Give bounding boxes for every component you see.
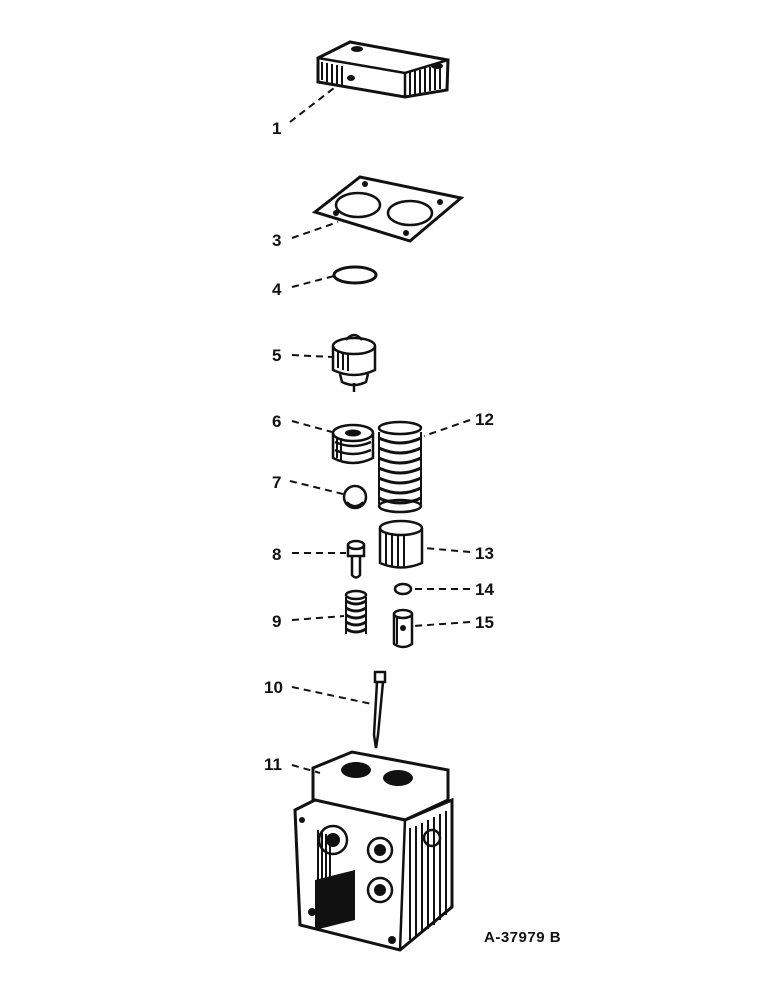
leader-15	[413, 621, 471, 627]
leader-9	[291, 615, 345, 621]
part-14-o-ring	[393, 582, 413, 596]
callout-7: 7	[272, 473, 281, 492]
part-5-valve	[331, 333, 377, 392]
part-4-o-ring	[332, 265, 378, 285]
leader-12	[423, 419, 471, 437]
part-6-valve-seat	[331, 423, 375, 465]
leader-13	[423, 547, 471, 553]
part-15-pin	[392, 608, 414, 649]
callout-8: 8	[272, 545, 281, 564]
part-13-sleeve	[378, 519, 424, 569]
callout-9: 9	[272, 612, 281, 631]
part-1-cover	[316, 40, 450, 99]
leader-10	[291, 686, 373, 705]
leader-7	[289, 480, 344, 495]
part-11-housing	[293, 750, 454, 952]
callout-1: 1	[272, 119, 281, 138]
callout-5: 5	[272, 346, 281, 365]
part-12-spring	[377, 420, 423, 514]
leader-lines	[289, 87, 471, 774]
callout-numbers: 1 3 4 5 6 7 8 9 10 11 12 13 14 15	[264, 119, 494, 774]
part-10-rod	[372, 670, 387, 749]
callout-4: 4	[272, 280, 282, 299]
leader-4	[291, 275, 335, 288]
leader-6	[291, 420, 333, 433]
part-8-plunger	[346, 539, 366, 579]
leader-3	[291, 221, 339, 239]
callout-11: 11	[264, 755, 282, 774]
callout-14: 14	[475, 580, 494, 599]
callout-15: 15	[475, 613, 494, 632]
callout-6: 6	[272, 412, 281, 431]
part-3-gasket	[311, 175, 465, 243]
callout-13: 13	[475, 544, 494, 563]
leader-1	[289, 87, 335, 123]
leader-11	[291, 764, 321, 774]
callout-3: 3	[272, 231, 281, 250]
part-7-ball	[342, 484, 368, 510]
callout-10: 10	[264, 678, 283, 697]
part-9-spring	[344, 589, 368, 634]
callout-12: 12	[475, 410, 494, 429]
drawing-reference-number: A-37979 B	[484, 929, 562, 946]
leader-5	[291, 354, 333, 358]
